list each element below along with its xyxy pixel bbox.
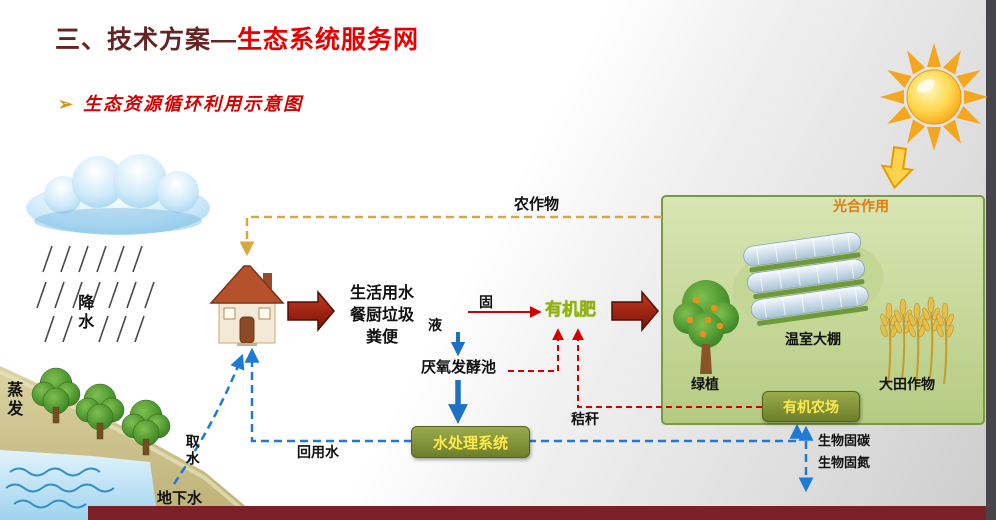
house-output-line: 餐厨垃圾: [349, 307, 414, 324]
water-treatment-badge: 水处理系统: [411, 426, 530, 458]
bio-nitrogen-label: 生物固氮: [818, 455, 871, 470]
crops-return-dashed-arrow: [239, 215, 662, 257]
sun-icon: [880, 43, 988, 151]
rain-lines: [36, 245, 155, 343]
title-highlight: 生态系统服务网: [237, 26, 420, 54]
green-plants-label: 绿植: [691, 376, 719, 392]
house-output-block-arrow: [287, 289, 335, 333]
house-outputs-label: 生活用水 餐厨垃圾 粪便: [334, 283, 430, 349]
house-output-line: 粪便: [365, 329, 398, 346]
reuse-water-dashed-arrow: [244, 347, 412, 443]
house-icon: [209, 265, 285, 346]
greenhouse-label: 温室大棚: [785, 331, 841, 347]
reuse-water-label: 回用水: [297, 444, 339, 460]
water-intake-dashed-arrow: [172, 353, 245, 485]
precipitation-label: 降水: [75, 294, 93, 332]
evaporation-label: 蒸发: [4, 381, 22, 419]
house-output-line: 生活用水: [349, 285, 414, 302]
groundwater-pond: [0, 450, 158, 520]
liquid-fraction-label: 液: [428, 317, 442, 333]
fruit-tree-icon: [673, 280, 739, 374]
organic-fertilizer-label: 有机肥: [545, 300, 596, 319]
arrow-bullet-icon: ➢: [58, 94, 76, 114]
subtitle: ➢ 生态资源循环利用示意图: [58, 90, 303, 116]
digestate-to-fertilizer-dashed-arrow: [508, 328, 564, 372]
groundwater-label: 地下水: [157, 490, 203, 507]
cloud-icon: [26, 154, 210, 235]
straw-to-fertilizer-dashed-arrow: [572, 328, 762, 408]
sunlight-arrow: [880, 146, 915, 190]
crops-label: 农作物: [514, 196, 560, 213]
treated-water-to-farm-dashed-arrow: [528, 423, 805, 443]
footer-bar: [88, 506, 986, 520]
fertilizer-to-farm-block-arrow: [611, 289, 659, 333]
water-intake-label: 取水: [184, 434, 201, 468]
straw-label: 秸秆: [571, 411, 599, 427]
bio-carbon-label: 生物固碳: [818, 433, 871, 448]
organic-farm-badge: 有机农场: [762, 391, 860, 422]
field-crops-label: 大田作物: [879, 376, 935, 392]
title-prefix: 三、技术方案—: [55, 26, 238, 54]
subtitle-text: 生态资源循环利用示意图: [83, 94, 304, 114]
anaerobic-pool-label: 厌氧发酵池: [421, 359, 497, 376]
greenhouse-icon: [732, 231, 884, 329]
page-title: 三、技术方案—生态系统服务网: [55, 20, 419, 56]
photosynthesis-label: 光合作用: [833, 198, 889, 214]
solid-fraction-label: 固: [479, 294, 493, 310]
screen-edge-strip: [986, 0, 996, 520]
